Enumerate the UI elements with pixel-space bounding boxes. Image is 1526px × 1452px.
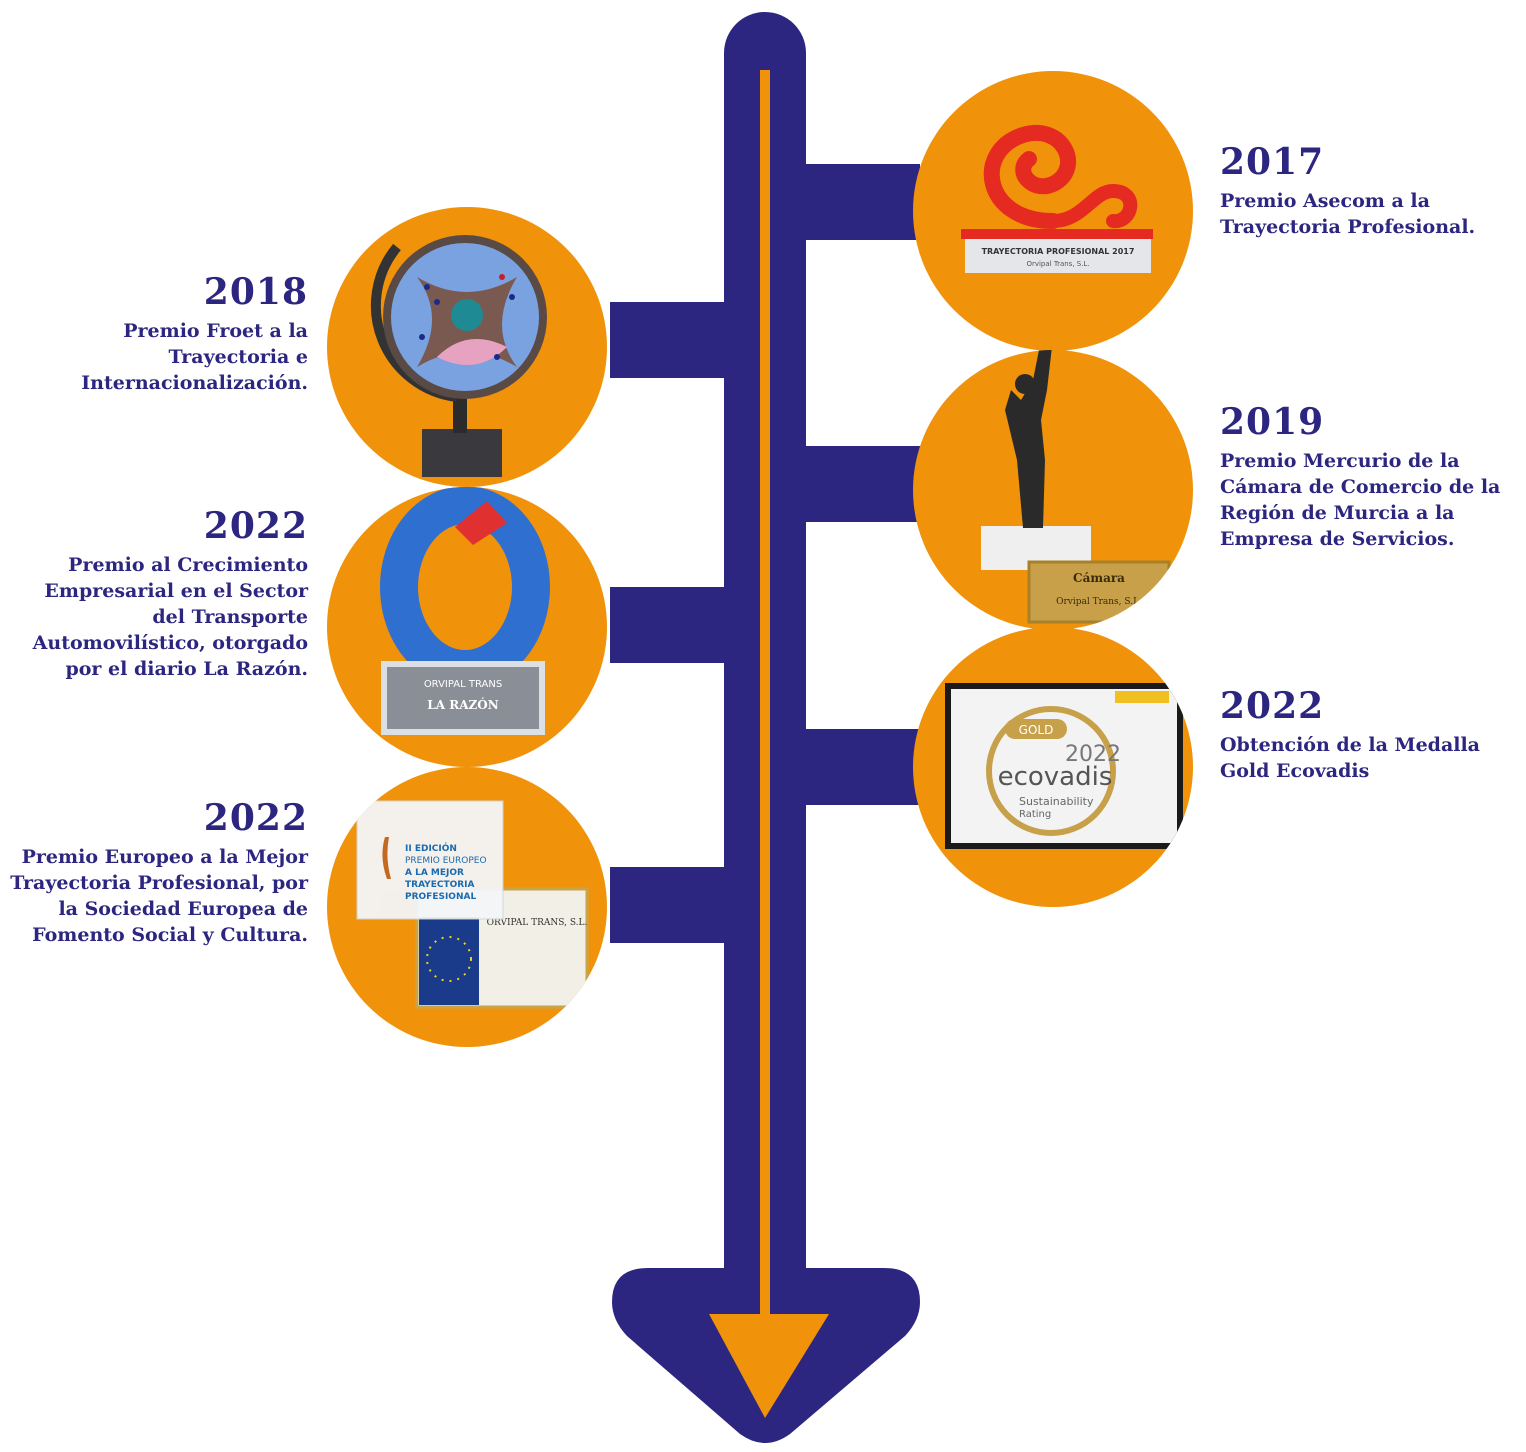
award-description: Premio Asecom a la Trayectoria Profesion… — [1220, 190, 1476, 238]
spine-inner-line — [760, 70, 770, 1320]
award-year: 2022 — [203, 505, 308, 547]
award-year: 2022 — [203, 797, 308, 839]
plaque-text: TRAYECTORIA PROFESIONAL 2017 — [982, 247, 1135, 256]
plaque-subtext-4: PROFESIONAL — [405, 892, 476, 902]
plaque-subtext: Orvipal Trans, S.L. — [1056, 597, 1142, 607]
plaque-subtext: Orvipal Trans, S.L. — [1026, 260, 1089, 268]
medal-sub2: Rating — [1019, 809, 1051, 820]
award-description: Obtención de la Medalla Gold Ecovadis — [1220, 734, 1480, 782]
award-image-2018 — [327, 207, 607, 487]
red-swirl-trophy-icon: TRAYECTORIA PROFESIONAL 2017 Orvipal Tra… — [961, 125, 1153, 273]
award-description: Premio Europeo a la Mejor Trayectoria Pr… — [10, 846, 308, 946]
award-entry-2022-razon: 2022 Premio al Crecimiento Empresarial e… — [6, 506, 308, 682]
award-year: 2017 — [1220, 141, 1325, 183]
award-year: 2022 — [1220, 685, 1325, 727]
glass-disc-trophy-icon — [370, 235, 547, 477]
medal-label: GOLD — [1019, 723, 1054, 737]
medal-year: 2022 — [1065, 742, 1121, 767]
ecovadis-gold-medal-icon: GOLD 2022 ecovadis Sustainability Rating — [945, 683, 1183, 849]
medal-brand: ecovadis — [998, 762, 1113, 792]
plaque-text: ORVIPAL TRANS — [424, 679, 502, 690]
award-entry-2022-ecovadis: 2022 Obtención de la Medalla Gold Ecovad… — [1220, 686, 1520, 784]
european-award-certificate-icon: ORVIPAL TRANS, S.L. II EDICIÓN PREMIO EU… — [356, 800, 589, 1009]
arrow-inner-triangle — [709, 1314, 829, 1418]
award-year: 2018 — [203, 271, 308, 313]
plaque-text: Cámara — [1073, 571, 1125, 585]
award-image-2022-europeo: ORVIPAL TRANS, S.L. II EDICIÓN PREMIO EU… — [327, 767, 607, 1047]
plaque-subtext-3: TRAYECTORIA — [405, 880, 475, 890]
award-description: Premio Froet a la Trayectoria e Internac… — [81, 320, 308, 394]
blue-o-trophy-icon: ORVIPAL TRANS LA RAZÓN — [380, 487, 550, 735]
bronze-mercury-statue-icon: Cámara Orvipal Trans, S.L. — [981, 350, 1171, 624]
award-description: Premio al Crecimiento Empresarial en el … — [32, 554, 308, 680]
medal-sub1: Sustainability — [1019, 795, 1094, 808]
award-description: Premio Mercurio de la Cámara de Comercio… — [1220, 450, 1501, 550]
award-entry-2019: 2019 Premio Mercurio de la Cámara de Com… — [1220, 402, 1520, 552]
award-image-2017: TRAYECTORIA PROFESIONAL 2017 Orvipal Tra… — [913, 71, 1193, 351]
award-entry-2018: 2018 Premio Froet a la Trayectoria e Int… — [6, 272, 308, 396]
plaque-subtext: PREMIO EUROPEO — [405, 856, 487, 866]
award-image-2022-ecovadis: GOLD 2022 ecovadis Sustainability Rating — [913, 627, 1193, 907]
plaque-subtext: LA RAZÓN — [427, 696, 498, 712]
plaque-text: II EDICIÓN — [405, 842, 457, 854]
award-entry-2017: 2017 Premio Asecom a la Trayectoria Prof… — [1220, 142, 1520, 240]
certificate-company: ORVIPAL TRANS, S.L. — [487, 918, 588, 928]
award-year: 2019 — [1220, 401, 1325, 443]
award-image-2022-razon: ORVIPAL TRANS LA RAZÓN — [327, 487, 607, 767]
award-image-2019: Cámara Orvipal Trans, S.L. — [913, 350, 1193, 630]
award-entry-2022-europeo: 2022 Premio Europeo a la Mejor Trayector… — [6, 798, 308, 948]
plaque-subtext-2: A LA MEJOR — [405, 868, 464, 878]
